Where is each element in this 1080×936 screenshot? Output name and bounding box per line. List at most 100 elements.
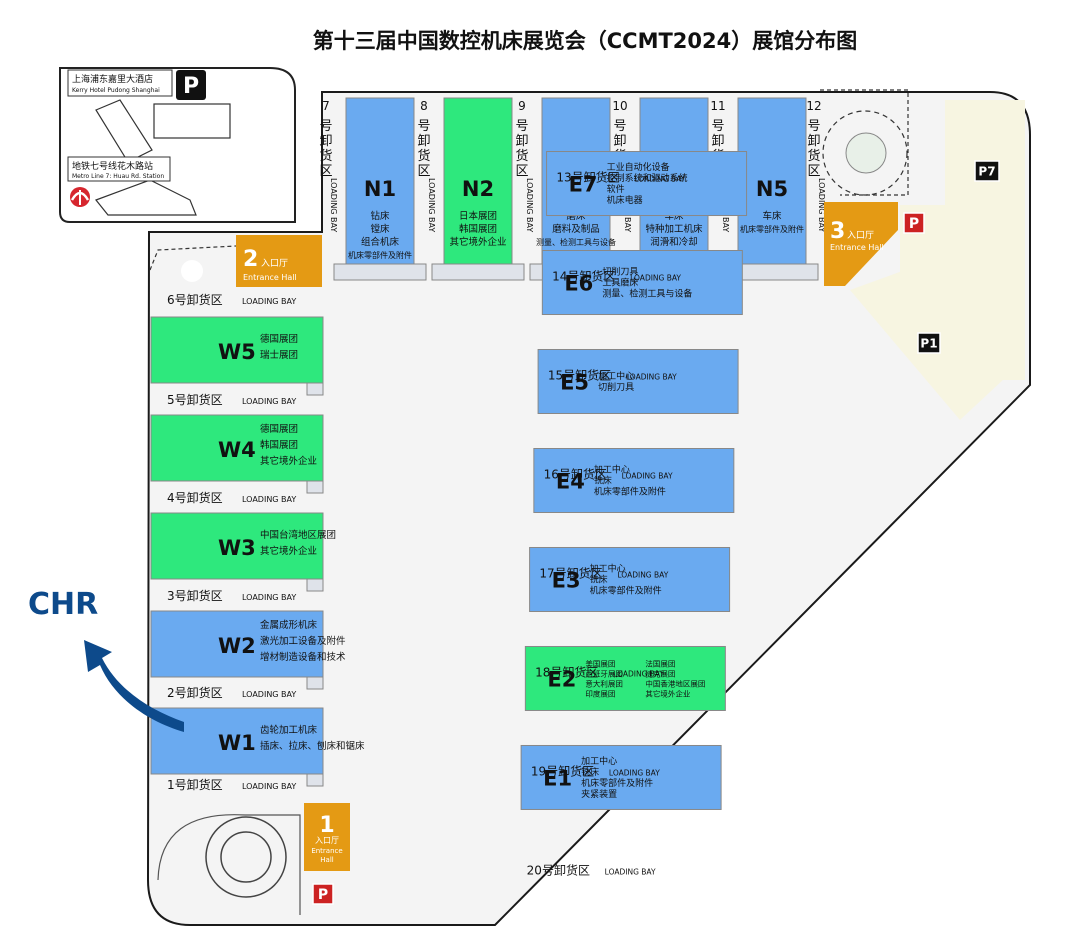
loading-bay-en: LOADING BAY: [242, 297, 296, 306]
hall-exhibit-line: 软件: [607, 183, 625, 195]
hall-name: W4: [218, 438, 256, 462]
hall-dock: [306, 773, 324, 787]
entrance-number: 2: [243, 247, 258, 272]
hall-exhibit-line: 法国展团: [645, 658, 675, 668]
metro-icon: [70, 187, 90, 207]
loading-bay-en: LOADING BAY: [613, 669, 664, 678]
roundabout: [157, 814, 301, 915]
hall-name: E3: [552, 568, 581, 592]
hall-exhibit-line: 切削刀具: [598, 381, 634, 393]
loading-bay-label: 卸: [417, 133, 430, 149]
entrance-label-cn: 入口厅: [847, 230, 874, 241]
hall-name: N1: [364, 177, 396, 201]
parking-label: P: [318, 887, 328, 903]
loading-bay-label: 卸: [711, 133, 724, 149]
loading-bay-label: 号: [613, 119, 626, 134]
hall-name: N5: [756, 177, 788, 201]
loading-bay-label: 货: [807, 148, 820, 164]
hall-e2-group: E2美国展团西班牙展团意大利展团印度展团法国展团捷克展团中国香港地区展团其它境外…: [524, 645, 726, 711]
hall-exhibit-line: 其它境外企业: [645, 688, 690, 698]
hall-exhibit-line: 机床零部件及附件: [594, 485, 666, 497]
hotel-building: [153, 103, 231, 139]
plaza-circle: [820, 89, 909, 196]
hall-name: E5: [560, 371, 589, 395]
hall-name: E2: [547, 667, 576, 691]
loading-bay-label: 19号卸货区: [531, 763, 594, 778]
hall-dock: [306, 578, 324, 592]
hall-e6: [541, 250, 743, 316]
entrance-number: 3: [830, 219, 845, 244]
hall-e4: [533, 447, 735, 513]
road-outline: [95, 99, 153, 163]
loading-bay-label: 卸: [613, 133, 626, 149]
parking-icon: [312, 883, 334, 905]
hall-dock: [431, 263, 525, 281]
hall-exhibit-line: 车床: [762, 210, 782, 222]
loading-bay-en: LOADING BAY: [242, 495, 296, 504]
direction-arrow-icon: [84, 640, 184, 732]
hall-exhibit-line: 测量、检测工具与设备: [536, 237, 616, 247]
hall-name: E7: [569, 173, 598, 197]
loading-bay-label: 15号卸货区: [548, 367, 611, 382]
hall-exhibit-line: 工具磨床: [602, 277, 638, 289]
hall-e7: [546, 151, 748, 217]
location-inset: 上海浦东嘉里大酒店 Kerry Hotel Pudong Shanghai P …: [59, 67, 296, 223]
loading-bay-en: LOADING BAY: [617, 570, 668, 579]
hall-name: W5: [218, 340, 256, 364]
loading-bay-en: LOADING BAY: [630, 273, 681, 282]
hall-exhibit-line: 铣床: [594, 474, 612, 486]
loading-bay-label: 1号卸货区: [167, 777, 223, 792]
parking-icon: [917, 332, 941, 354]
hall-name: W2: [218, 634, 256, 658]
entrance-label-cn: 入口厅: [261, 258, 288, 269]
hall-exhibit-line: 日本展团: [459, 210, 497, 222]
loading-bay-label: 区: [515, 164, 528, 179]
fountain: [181, 260, 203, 282]
hall-name: E4: [556, 469, 585, 493]
loading-bay-label: 16号卸货区: [544, 466, 607, 481]
loading-bay-label: 6号卸货区: [167, 292, 223, 307]
hall-n5: [737, 97, 807, 265]
hall-exhibit-line: 捷克展团: [645, 668, 675, 678]
loading-bay-en: LOADING BAY: [817, 178, 826, 232]
hall-exhibit-line: 其它境外企业: [449, 236, 506, 248]
entrance-hall-1: [304, 803, 350, 871]
hall-name: E1: [543, 766, 572, 790]
hall-exhibit-line: 加工中心: [594, 463, 630, 475]
hall-exhibit-line: 工业自动化设备: [607, 161, 670, 173]
loading-bay-number: 11: [710, 99, 725, 113]
loading-bay-number: 10: [612, 99, 627, 113]
parking-icon: [176, 70, 206, 100]
parking-icon: [974, 160, 1000, 182]
hall-exhibit-line: 插床、拉床、刨床和锯床: [260, 740, 365, 752]
hotel-name-en: Kerry Hotel Pudong Shanghai: [72, 87, 160, 94]
hall-e2: [524, 645, 726, 711]
hall-exhibit-line: 组合机床: [361, 236, 400, 248]
hall-exhibit-line: 机床零部件及附件: [581, 777, 653, 789]
loading-bay-number: 9: [518, 99, 526, 113]
hall-exhibit-line: 中国台湾地区展团: [260, 529, 336, 541]
loading-bay-label: 号: [319, 119, 332, 134]
hall-name: E6: [564, 272, 593, 296]
map-title: 第十三届中国数控机床展览会（CCMT2024）展馆分布图: [313, 29, 858, 53]
loading-bay-label: 卸: [319, 133, 332, 149]
loading-bay-en: LOADING BAY: [242, 782, 296, 791]
loading-bay-label: 区: [319, 164, 332, 179]
station-outline: [95, 179, 197, 216]
hall-exhibit-line: 中国香港地区展团: [645, 678, 705, 688]
loading-bay-label: 17号卸货区: [539, 565, 602, 580]
hall-exhibit-line: 机床电器: [607, 194, 643, 206]
hall-exhibit-line: 控制系统和驱动系统: [607, 172, 688, 184]
hall-exhibit-line: 机床零部件及附件: [590, 584, 662, 596]
hall-exhibit-line: 瑞士展团: [260, 349, 298, 361]
entrance-label-en: Entrance: [311, 847, 342, 855]
parking-icon: [903, 212, 925, 234]
hall-exhibit-line: 镗床: [370, 223, 390, 235]
loading-bay-label: 号: [515, 119, 528, 134]
loading-bay-label: 18号卸货区: [535, 664, 598, 679]
